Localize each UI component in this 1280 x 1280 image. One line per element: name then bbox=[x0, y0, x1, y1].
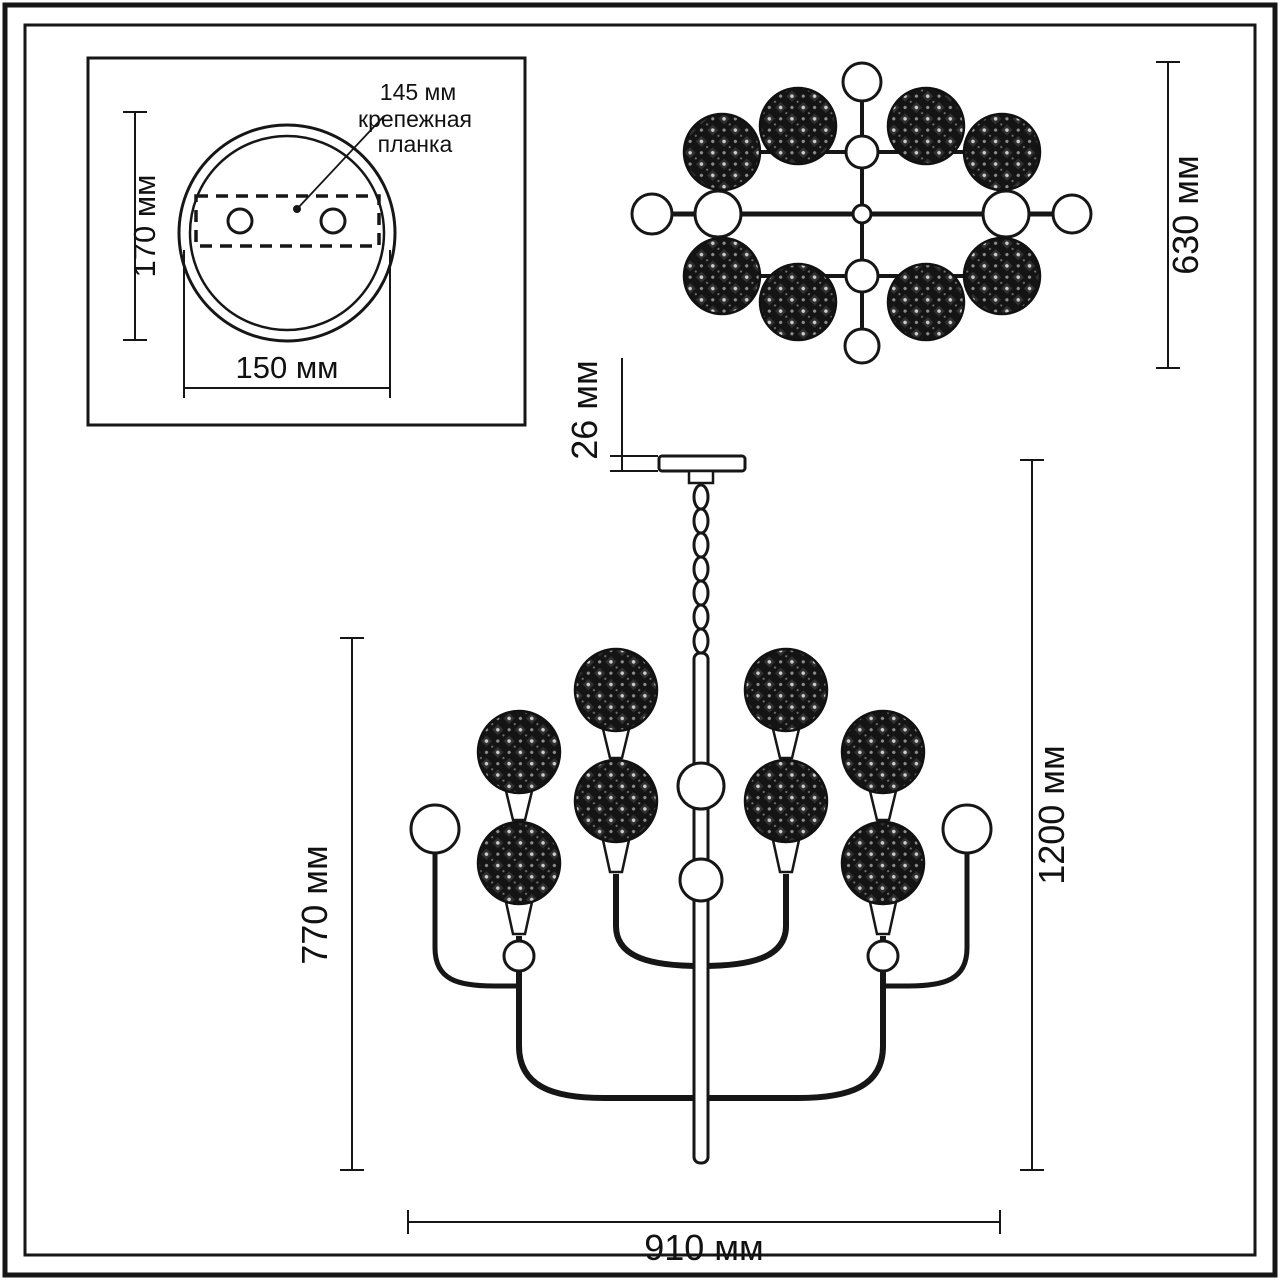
cup bbox=[504, 789, 534, 822]
cup bbox=[868, 900, 898, 936]
candle-inner-left bbox=[573, 647, 659, 874]
dim-910: 910 мм bbox=[407, 1210, 1001, 1268]
crystal-ball bbox=[758, 262, 838, 342]
cup bbox=[601, 727, 631, 760]
side-view: 26 мм 770 мм 1200 мм 910 мм bbox=[294, 358, 1072, 1268]
white-ball-right-end bbox=[1051, 193, 1093, 235]
white-sphere-right bbox=[981, 189, 1031, 239]
note-plate-word1: крепежная bbox=[358, 106, 472, 132]
top-view-hub bbox=[851, 203, 873, 225]
inner-border bbox=[23, 23, 1257, 1257]
crystal-ball bbox=[758, 86, 838, 166]
dim-630-label: 630 мм bbox=[1165, 155, 1206, 275]
dim-26-label: 26 мм bbox=[564, 360, 605, 460]
white-ball-top bbox=[841, 61, 883, 103]
white-ball-bottom bbox=[843, 327, 881, 365]
top-view: 630 мм bbox=[630, 61, 1206, 369]
crystal-ball bbox=[476, 820, 562, 906]
leader-line bbox=[296, 115, 385, 210]
white-ball-lower-mid bbox=[844, 258, 880, 294]
dim-1200: 1200 мм bbox=[1020, 459, 1072, 1171]
crystal-ball bbox=[743, 647, 829, 733]
white-ball-side-right bbox=[941, 803, 993, 855]
crystal-ball bbox=[682, 236, 762, 316]
candle-outer-right bbox=[840, 709, 926, 973]
chain-link bbox=[692, 555, 710, 583]
cup bbox=[771, 838, 801, 874]
dim-150: 150 мм bbox=[183, 250, 391, 398]
cup bbox=[601, 838, 631, 874]
crystal-ball bbox=[476, 709, 562, 795]
chain-link bbox=[692, 627, 710, 655]
chain bbox=[692, 483, 710, 655]
crystal-ball bbox=[682, 112, 762, 192]
white-sphere-left bbox=[693, 189, 743, 239]
chain-link bbox=[692, 579, 710, 607]
chain-link bbox=[692, 531, 710, 559]
screw-hole-right bbox=[319, 207, 347, 235]
central-white-sphere-lower bbox=[678, 857, 724, 903]
joint-sphere bbox=[502, 939, 536, 973]
crystal-ball bbox=[840, 820, 926, 906]
canopy-outer-circle bbox=[177, 123, 397, 343]
joint-sphere bbox=[866, 939, 900, 973]
cup bbox=[868, 789, 898, 822]
central-rod bbox=[692, 651, 710, 1165]
white-ball-upper-mid bbox=[844, 134, 880, 170]
cup bbox=[771, 727, 801, 760]
dim-910-label: 910 мм bbox=[644, 1227, 764, 1268]
dim-1200-label: 1200 мм bbox=[1031, 745, 1072, 885]
crystal-ball bbox=[573, 758, 659, 844]
crystal-ball bbox=[840, 709, 926, 795]
canopy-stem bbox=[687, 469, 715, 485]
crystal-ball bbox=[886, 86, 966, 166]
arm-side-right bbox=[881, 852, 970, 989]
dim-770-label: 770 мм bbox=[294, 845, 335, 965]
note-plate-size: 145 мм bbox=[380, 79, 456, 105]
canopy-inner-circle bbox=[188, 134, 386, 332]
white-ball-side-left bbox=[409, 803, 461, 855]
arm-inner-right bbox=[700, 874, 789, 969]
dim-150-label: 150 мм bbox=[236, 350, 339, 385]
arm-outer-right bbox=[701, 936, 886, 1101]
dim-170: 170 мм bbox=[123, 111, 162, 341]
ceiling-canopy bbox=[657, 454, 747, 473]
arm-side-left bbox=[432, 852, 521, 989]
dim-630: 630 мм bbox=[1156, 61, 1206, 369]
dim-26: 26 мм bbox=[564, 358, 658, 472]
chain-link bbox=[692, 507, 710, 535]
mounting-plate-dashed bbox=[194, 194, 381, 248]
mount-detail-view: 145 мм крепежная планка 170 мм 150 мм bbox=[86, 56, 527, 427]
white-ball-left-end bbox=[630, 192, 674, 236]
crystal-ball bbox=[886, 262, 966, 342]
central-white-sphere-upper bbox=[676, 761, 726, 811]
screw-hole-left bbox=[226, 207, 254, 235]
crystal-ball bbox=[573, 647, 659, 733]
crystal-ball bbox=[962, 112, 1042, 192]
cup bbox=[504, 900, 534, 936]
chain-link bbox=[692, 603, 710, 631]
arm-outer-left bbox=[516, 936, 701, 1101]
chain-link bbox=[692, 483, 710, 511]
crystal-ball bbox=[962, 236, 1042, 316]
candle-outer-left bbox=[476, 709, 562, 973]
arm-inner-left bbox=[613, 874, 702, 969]
candle-inner-right bbox=[743, 647, 829, 874]
dim-770: 770 мм bbox=[294, 637, 364, 1171]
crystal-ball bbox=[743, 758, 829, 844]
note-plate-word2: планка bbox=[378, 131, 453, 157]
detail-box bbox=[86, 56, 527, 427]
dim-170-label: 170 мм bbox=[127, 175, 162, 278]
